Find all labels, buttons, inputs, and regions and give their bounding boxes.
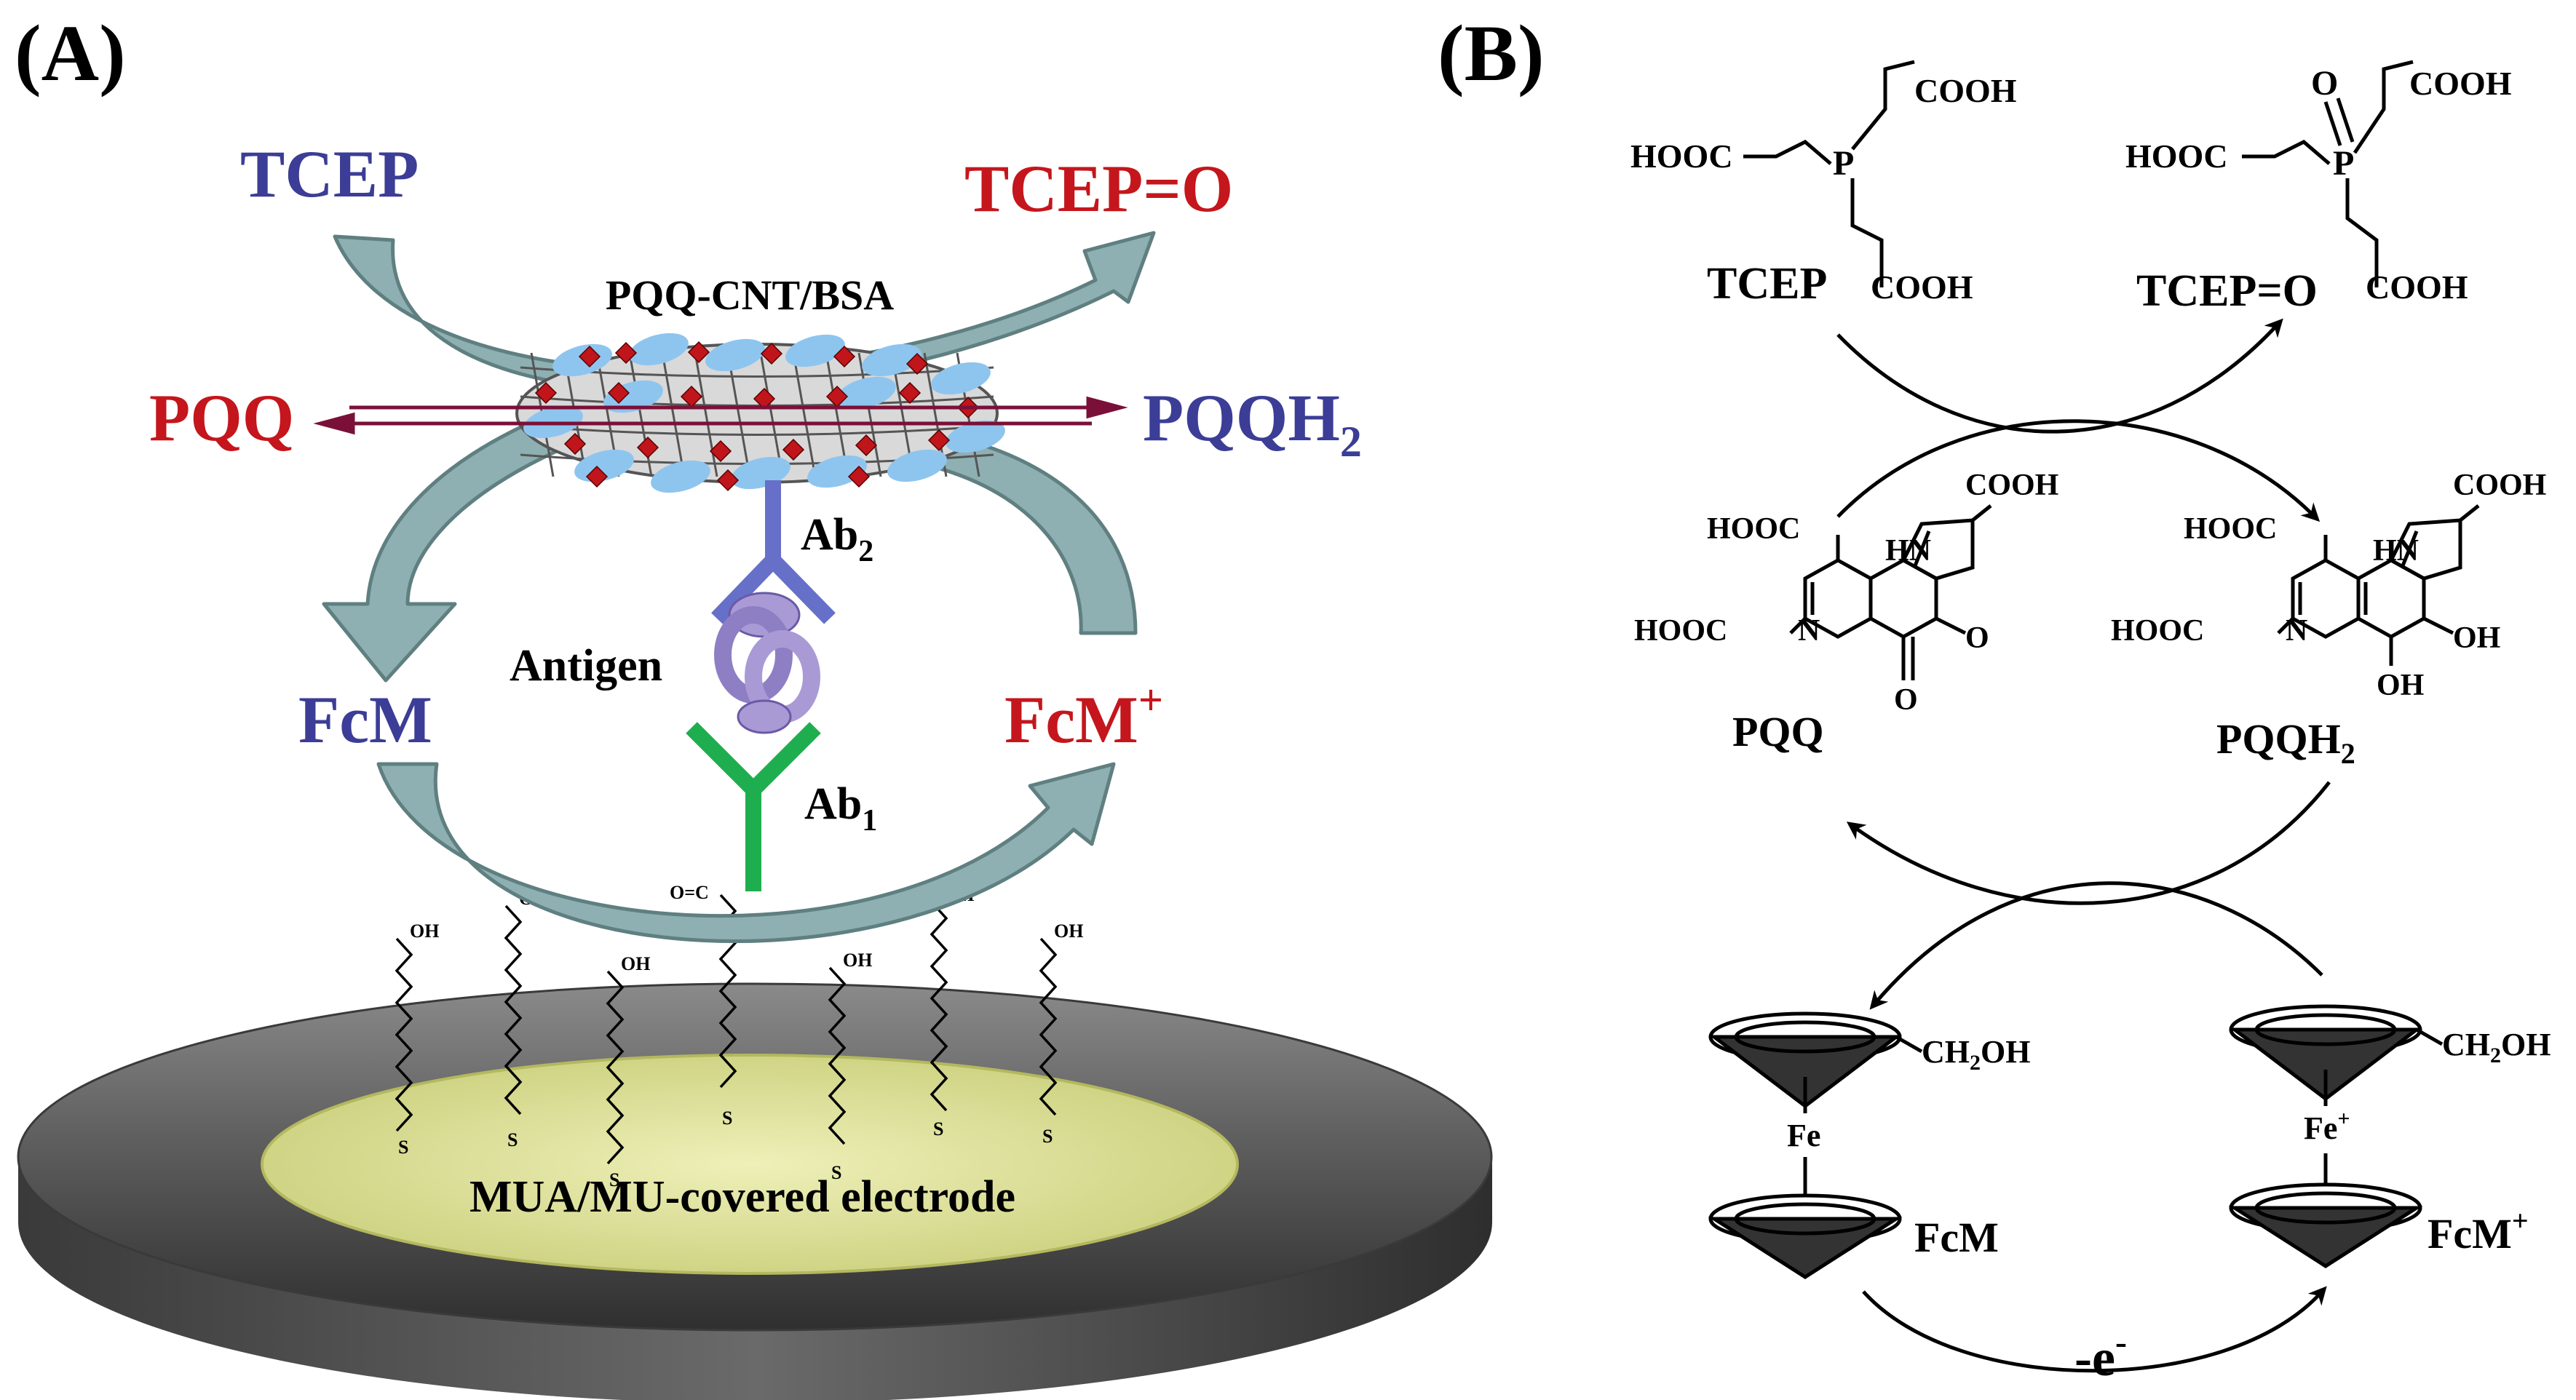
electron-transfer-arrow (1862, 1286, 2327, 1373)
pqq-hooc-top: HOOC (1707, 512, 1800, 546)
fcm-fe: Fe (1787, 1118, 1820, 1153)
pqqh2-label: PQQH2 (1143, 381, 1362, 466)
fcm-plus-name: FcM+ (2428, 1204, 2529, 1257)
tcep-hooc: HOOC (1630, 138, 1733, 175)
hydroxyl-group: OH (1054, 920, 1083, 942)
alkyl-chain (504, 904, 523, 1115)
tcep-label: TCEP (240, 137, 419, 211)
ab2-label: Ab2 (801, 510, 873, 568)
pqqh2-return-arrow (1846, 781, 2331, 905)
pqqh2-hooc-left: HOOC (2111, 614, 2204, 648)
electrode-surface (261, 1054, 1239, 1275)
hydroxyl-group: OH (621, 953, 650, 974)
pqq-cooh: COOH (1965, 469, 2058, 502)
alkyl-chain (606, 970, 625, 1165)
ab2-antibody (711, 480, 836, 624)
fcm-plus-structure: CH2OH Fe+ (2228, 1004, 2551, 1268)
panel-b: (B) P HOOC COOH COOH TCEP P O HOOC COOH … (1438, 9, 2551, 1387)
pqqh2-oh-bottom: OH (2377, 669, 2424, 702)
fcm-plus-fe: Fe+ (2304, 1107, 2350, 1146)
electrode-label: MUA/MU-covered electrode (469, 1172, 1015, 1222)
antigen-shape (714, 592, 820, 734)
sulfur-atom: S (722, 1107, 732, 1129)
pqqh2-name: PQQH2 (2216, 715, 2355, 770)
panel-b-label: (B) (1438, 9, 1545, 98)
tcep-o-name: TCEP=O (2136, 266, 2318, 316)
pqq-n: N (1798, 614, 1820, 648)
alkyl-chain (930, 901, 948, 1112)
tcep-o-structure: P O HOOC COOH COOH (2125, 60, 2512, 306)
cnt-label: PQQ-CNT/BSA (606, 271, 894, 319)
ab1-label: Ab1 (804, 779, 877, 838)
fcm-plus-ch2oh: CH2OH (2442, 1027, 2551, 1067)
pqq-structure: HN N O O HOOC HOOC COOH (1634, 469, 2058, 717)
tcep-o-o-atom: O (2311, 64, 2338, 103)
panel-a: (A) SOHSOHSOHSO=CSOHSOHSOH MUA/MU-covere… (15, 9, 1493, 1400)
sulfur-atom: S (1042, 1126, 1053, 1147)
pqq-cross-arrow (1836, 419, 2321, 522)
tcep-oxidation-arrow (333, 231, 1156, 394)
tcep-cross-arrow (1836, 318, 2283, 434)
tcep-o-cooh-bottom: COOH (2366, 269, 2468, 306)
fcm-plus-return-arrow (1869, 881, 2323, 1010)
tcep-o-cooh-top: COOH (2409, 65, 2512, 102)
pqq-label: PQQ (149, 381, 294, 455)
alkyl-chain (828, 966, 847, 1145)
tcep-name: TCEP (1707, 259, 1827, 309)
sulfur-atom: S (831, 1162, 841, 1183)
pqq-pqqh2-arrows (313, 396, 1128, 435)
pqq-hooc-left: HOOC (1634, 614, 1727, 648)
sulfur-atom: S (609, 1169, 619, 1190)
tcep-structure: P HOOC COOH COOH (1630, 60, 2017, 306)
carbonyl-group: O=C (670, 882, 709, 903)
tcep-o-label: TCEP=O (964, 151, 1233, 226)
fcm-ch2oh: CH2OH (1922, 1034, 2030, 1075)
fcm-name: FcM (1914, 1214, 1999, 1261)
pqqh2-n: N (2286, 614, 2307, 648)
fcm-label: FcM (298, 683, 432, 757)
fcm-oxidation-arrow (376, 762, 1116, 944)
tcep-cooh-top: COOH (1914, 72, 2017, 109)
antigen-label: Antigen (510, 641, 662, 691)
pqqh2-oh-right: OH (2453, 621, 2500, 655)
panel-a-label: (A) (15, 9, 126, 98)
tcep-cooh-bottom: COOH (1871, 269, 1973, 306)
tcep-o-hooc: HOOC (2125, 138, 2228, 175)
hydroxyl-group: OH (410, 920, 439, 942)
pqq-cnt-bsa (515, 333, 1005, 493)
pqqh2-hooc-top: HOOC (2184, 512, 2277, 546)
pqqh2-hn: HN (2373, 534, 2419, 568)
pqq-o-right: O (1965, 621, 1989, 655)
electrode-plate (17, 982, 1493, 1400)
sulfur-atom: S (933, 1118, 943, 1140)
hydroxyl-group: OH (843, 950, 872, 971)
alkyl-chain (1039, 937, 1058, 1116)
pqq-name: PQQ (1732, 708, 1824, 755)
pqq-o-bottom: O (1894, 683, 1918, 717)
alkyl-chain (395, 937, 413, 1132)
fcm-structure: CH2OH Fe (1708, 1011, 2030, 1279)
tcep-o-p-atom: P (2333, 144, 2354, 183)
tcep-p-atom: P (1833, 144, 1854, 183)
ab1-antibody (686, 722, 821, 891)
pqqh2-structure: HN N OH OH HOOC HOOC COOH (2111, 469, 2546, 702)
pqqh2-cooh: COOH (2453, 469, 2546, 502)
pqq-hn: HN (1885, 534, 1931, 568)
electron-label: -e- (2074, 1323, 2127, 1387)
sulfur-atom: S (507, 1129, 518, 1150)
monolayer-chains (395, 894, 1058, 1165)
fcm-plus-label: FcM+ (1004, 676, 1163, 757)
sulfur-atom: S (398, 1137, 408, 1158)
